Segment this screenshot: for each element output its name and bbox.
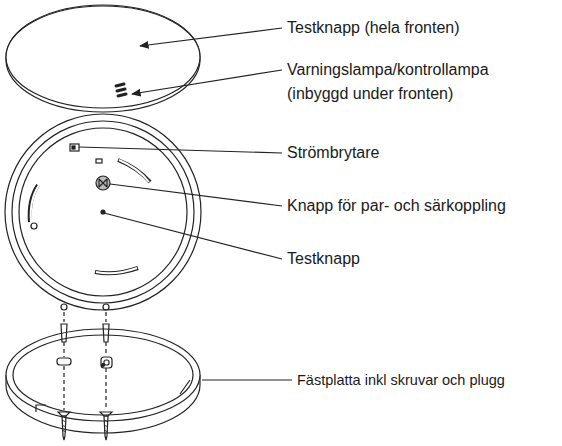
front-view: [6, 5, 200, 112]
mounting-plate: [6, 304, 200, 440]
part-label: Knapp för par- och särkoppling: [287, 194, 557, 218]
part-label: Strömbrytare: [287, 141, 557, 165]
part-label: Testknapp: [287, 247, 557, 271]
leader-lines: [79, 28, 292, 380]
part-label: Testknapp (hela fronten): [287, 16, 557, 40]
part-label: Varningslampa/kontrollampa (inbyggd unde…: [287, 58, 549, 106]
back-view: [5, 114, 201, 310]
part-label: Fästplatta inkl skruvar och plugg: [297, 368, 559, 392]
